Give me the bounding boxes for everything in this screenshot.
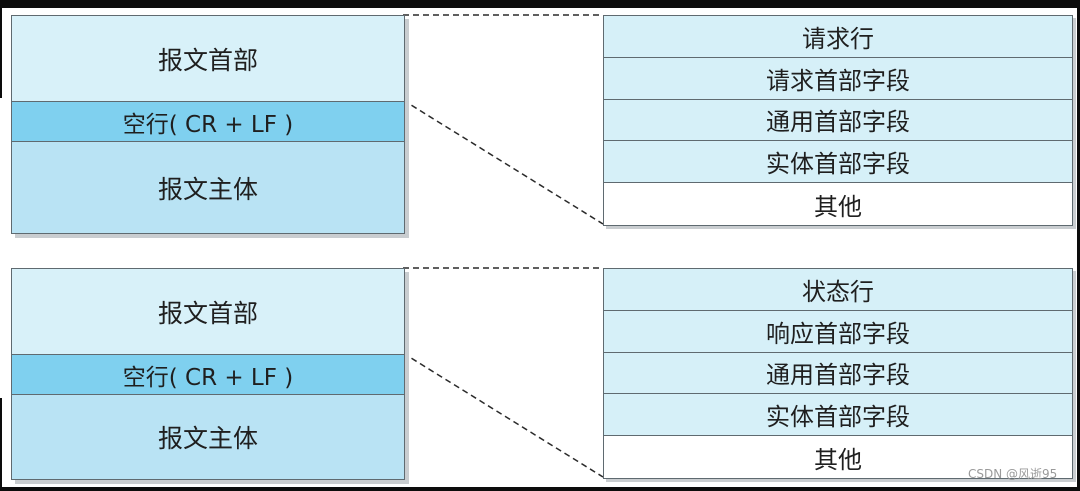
field-row: 实体首部字段 bbox=[604, 394, 1072, 437]
response-header-fields: 状态行 响应首部字段 通用首部字段 实体首部字段 其他 bbox=[603, 268, 1073, 479]
message-blank-line: 空行( CR + LF ) bbox=[12, 354, 404, 395]
bottom-border bbox=[0, 487, 1080, 491]
response-message-block: 报文首部 空行( CR + LF ) 报文主体 bbox=[11, 268, 405, 480]
right-edge bbox=[1077, 8, 1080, 491]
connector-bottom-2 bbox=[402, 352, 604, 478]
field-row: 通用首部字段 bbox=[604, 99, 1072, 142]
left-edge-1 bbox=[0, 8, 2, 98]
left-edge-2 bbox=[0, 398, 2, 491]
connector-bottom-1 bbox=[402, 99, 604, 225]
message-header: 报文首部 bbox=[12, 16, 404, 101]
field-row-other: 其他 bbox=[604, 436, 1072, 478]
top-border bbox=[0, 0, 1080, 8]
field-row-other: 其他 bbox=[604, 183, 1072, 225]
field-row: 实体首部字段 bbox=[604, 141, 1072, 184]
field-row: 通用首部字段 bbox=[604, 352, 1072, 395]
field-row: 状态行 bbox=[604, 269, 1072, 311]
message-body: 报文主体 bbox=[12, 395, 404, 479]
message-blank-line: 空行( CR + LF ) bbox=[12, 101, 404, 142]
field-row: 请求行 bbox=[604, 16, 1072, 58]
watermark: CSDN @风逝95 bbox=[968, 467, 1058, 481]
field-row: 响应首部字段 bbox=[604, 310, 1072, 353]
request-message-block: 报文首部 空行( CR + LF ) 报文主体 bbox=[11, 15, 405, 234]
message-header: 报文首部 bbox=[12, 269, 404, 354]
request-header-fields: 请求行 请求首部字段 通用首部字段 实体首部字段 其他 bbox=[603, 15, 1073, 226]
message-body: 报文主体 bbox=[12, 142, 404, 233]
field-row: 请求首部字段 bbox=[604, 57, 1072, 100]
